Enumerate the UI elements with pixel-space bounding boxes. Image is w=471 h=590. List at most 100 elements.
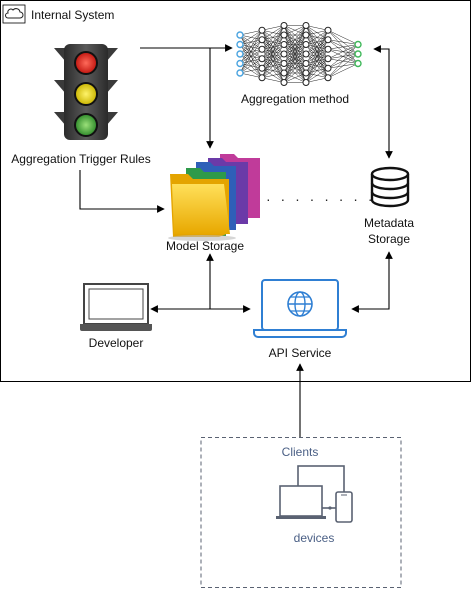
- nn-edge: [239, 30, 263, 64]
- nn-node: [324, 64, 332, 72]
- internal-system-title: Internal System: [31, 8, 115, 22]
- aggregation-trigger-rules-label: Aggregation Trigger Rules: [11, 152, 151, 166]
- database-icon: [370, 166, 410, 208]
- nn-edge: [283, 53, 307, 83]
- nn-edge: [327, 44, 359, 78]
- cloud-icon: [2, 4, 26, 24]
- nn-edge: [305, 30, 329, 74]
- devices-icon: [276, 465, 353, 523]
- nn-node: [280, 41, 288, 48]
- clients-title: Clients: [281, 445, 319, 459]
- nn-node: [302, 22, 310, 29]
- model-storage-label: Model Storage: [165, 239, 245, 253]
- nn-edge: [261, 25, 285, 69]
- nn-edge: [305, 30, 329, 45]
- nn-edge: [305, 30, 329, 64]
- trigger-rules-to-model-arrow: [79, 170, 165, 213]
- nn-node: [258, 74, 266, 82]
- nn-edge: [239, 58, 263, 74]
- nn-node: [324, 36, 332, 44]
- nn-node: [354, 40, 362, 49]
- nn-node: [354, 50, 362, 58]
- model-metadata-dotted-connector: · · · · · · · ·: [266, 191, 376, 207]
- nn-node: [302, 69, 310, 77]
- nn-edge: [305, 39, 329, 83]
- nn-edge: [239, 30, 263, 45]
- nn-edge: [327, 53, 359, 78]
- nn-edge: [261, 25, 285, 59]
- nn-node: [236, 40, 244, 49]
- devices-label: devices: [293, 531, 335, 545]
- nn-edge: [261, 53, 285, 78]
- nn-edge: [327, 30, 359, 45]
- nn-node: [280, 79, 288, 86]
- developer-label: Developer: [88, 336, 144, 350]
- nn-edge: [283, 44, 307, 83]
- nn-edge: [305, 30, 329, 55]
- nn-edge: [283, 25, 307, 74]
- nn-node: [236, 69, 244, 77]
- nn-edge: [239, 39, 263, 74]
- laptop-icon: [80, 283, 152, 331]
- nn-edge: [239, 30, 263, 36]
- connectors: [79, 44, 393, 437]
- nn-edge: [261, 25, 285, 40]
- nn-edge: [261, 25, 285, 50]
- nn-node: [324, 74, 332, 82]
- aggregation-method-label: Aggregation method: [240, 92, 350, 106]
- nn-node: [354, 59, 362, 68]
- nn-node: [258, 26, 266, 34]
- nn-node: [302, 31, 310, 39]
- nn-node: [280, 22, 288, 29]
- nn-node: [302, 79, 310, 86]
- nn-edge: [261, 44, 285, 78]
- clients-group: [200, 437, 402, 588]
- metadata-storage-label-line1: Metadata: [363, 216, 415, 230]
- laptop-globe-icon: [253, 279, 347, 338]
- nn-edge: [305, 49, 329, 83]
- nn-edge: [305, 77, 329, 83]
- nn-edge: [261, 34, 285, 78]
- nn-edge: [239, 30, 263, 55]
- nn-node: [280, 31, 288, 39]
- nn-node: [302, 50, 310, 58]
- nn-edge: [283, 25, 307, 64]
- nn-edge: [327, 39, 359, 45]
- nn-edge: [327, 44, 359, 50]
- aggregation-metadata-arrow: [373, 45, 393, 159]
- nn-edge: [305, 30, 329, 36]
- nn-node: [324, 55, 332, 63]
- nn-edge: [305, 68, 329, 83]
- api-service-label: API Service: [268, 346, 332, 360]
- nn-node: [236, 59, 244, 68]
- nn-edge: [283, 63, 307, 83]
- metadata-api-arrow: [351, 251, 393, 313]
- nn-edge: [327, 44, 359, 69]
- nn-edge: [261, 63, 285, 78]
- nn-edge: [283, 25, 307, 55]
- nn-node: [302, 60, 310, 67]
- nn-node: [324, 45, 332, 53]
- nn-edge: [283, 25, 307, 36]
- nn-node: [280, 50, 288, 58]
- nn-edge: [239, 30, 263, 74]
- nn-edge: [261, 25, 285, 31]
- neural-network-icon: [236, 22, 362, 86]
- metadata-storage-label-line2: Storage: [367, 232, 411, 246]
- folders-icon: [168, 154, 260, 241]
- nn-edge: [283, 25, 307, 83]
- nn-edge: [305, 25, 329, 31]
- nn-node: [302, 41, 310, 48]
- nn-edge: [239, 72, 263, 78]
- nn-node: [258, 36, 266, 44]
- nn-edge: [327, 63, 359, 78]
- nn-node: [258, 64, 266, 72]
- nn-node: [280, 60, 288, 67]
- nn-edge: [327, 44, 359, 59]
- nn-edge: [239, 68, 263, 74]
- nn-edge: [305, 30, 329, 83]
- nn-edge: [261, 25, 285, 78]
- nn-edge: [261, 72, 285, 78]
- nn-node: [258, 45, 266, 53]
- nn-edge: [283, 25, 307, 45]
